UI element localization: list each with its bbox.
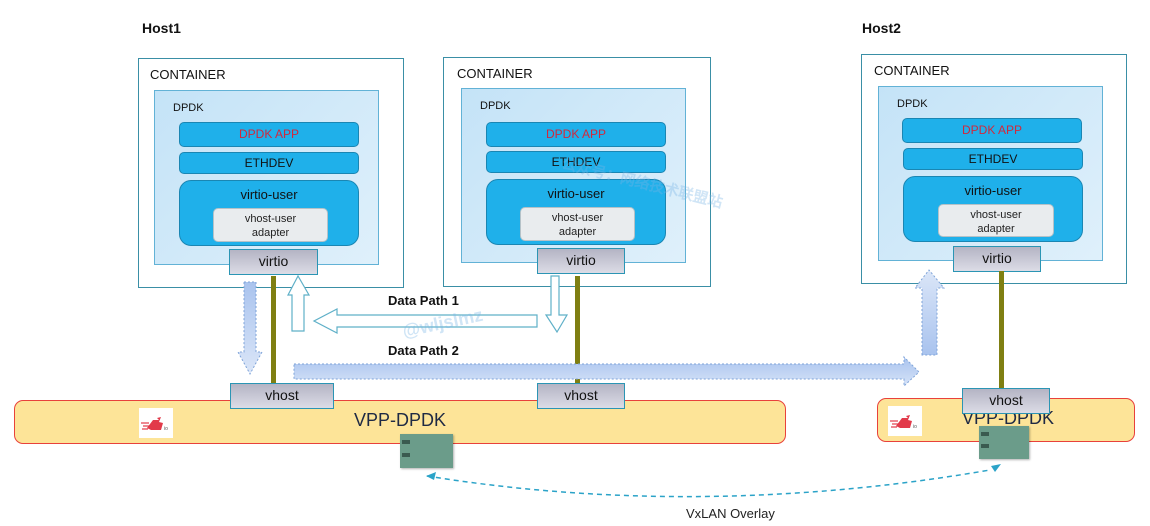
adapter-line2: adapter — [977, 223, 1015, 235]
virtio-user-label: virtio-user — [547, 186, 605, 201]
vhost-user-adapter: vhost-user adapter — [520, 207, 635, 241]
dp1-down-arrow-icon — [544, 275, 569, 334]
ethdev-layer: ETHDEV — [903, 148, 1083, 170]
vhost-user-adapter: vhost-user adapter — [938, 204, 1054, 237]
fdio-logo-graphic: io — [141, 417, 168, 432]
fdio-logo-graphic: io — [890, 415, 917, 430]
host1-label: Host1 — [142, 20, 181, 36]
dpdk-label: DPDK — [173, 102, 204, 114]
dp2-down-arrow-icon — [237, 281, 263, 376]
virtio-port: virtio — [537, 248, 625, 274]
vxlan-overlay-label: VxLAN Overlay — [686, 506, 775, 521]
vxlan-overlay-curve — [426, 469, 991, 498]
nic-port — [981, 444, 989, 448]
vxlan-arrowhead-left-icon — [426, 472, 436, 480]
container-1: CONTAINER DPDK DPDK APP ETHDEV virtio-us… — [138, 58, 404, 288]
dp2-right-arrow-icon — [293, 355, 920, 388]
adapter-line2: adapter — [558, 226, 597, 238]
fdio-logo-icon: io — [139, 408, 173, 438]
nic-card-icon — [400, 434, 453, 468]
adapter-line1: vhost-user — [970, 209, 1022, 221]
dpdk-app-layer: DPDK APP — [902, 118, 1082, 143]
dpdk-label: DPDK — [480, 100, 511, 112]
svg-text:io: io — [164, 426, 168, 432]
dp2-up-arrow-icon — [913, 269, 946, 356]
virtio-user-layer: virtio-user vhost-user adapter — [486, 179, 666, 245]
virtio-port: virtio — [953, 246, 1041, 272]
svg-text:io: io — [913, 424, 917, 430]
link-host1-c1 — [271, 276, 276, 383]
host2-label: Host2 — [862, 20, 901, 36]
virtio-user-layer: virtio-user vhost-user adapter — [903, 176, 1083, 242]
adapter-line1: vhost-user — [244, 213, 297, 225]
vhost-port-3: vhost — [962, 388, 1050, 414]
adapter-line2: adapter — [251, 227, 290, 239]
container-title: CONTAINER — [150, 67, 226, 82]
link-host1-c2 — [575, 276, 580, 383]
link-host2-c3 — [999, 271, 1004, 388]
nic-port — [981, 432, 989, 436]
nic-card-icon — [979, 426, 1029, 459]
virtio-user-label: virtio-user — [964, 183, 1022, 198]
virtio-user-label: virtio-user — [240, 187, 298, 202]
fdio-logo-icon: io — [888, 406, 922, 436]
dpdk-box: DPDK DPDK APP ETHDEV virtio-user vhost-u… — [461, 88, 686, 263]
adapter-line1: vhost-user — [551, 212, 604, 224]
vhost-port-1: vhost — [230, 383, 334, 409]
ethdev-layer: ETHDEV — [179, 152, 359, 174]
container-2: CONTAINER DPDK DPDK APP ETHDEV virtio-us… — [443, 57, 711, 287]
vhost-user-adapter: vhost-user adapter — [213, 208, 328, 242]
dpdk-label: DPDK — [897, 98, 928, 110]
data-path-1-label: Data Path 1 — [388, 293, 459, 308]
data-path-2-label: Data Path 2 — [388, 343, 459, 358]
vpp-dpdk-label: VPP-DPDK — [354, 410, 447, 430]
virtio-user-layer: virtio-user vhost-user adapter — [179, 180, 359, 246]
dpdk-box: DPDK DPDK APP ETHDEV virtio-user vhost-u… — [154, 90, 379, 265]
container-3: CONTAINER DPDK DPDK APP ETHDEV virtio-us… — [861, 54, 1127, 284]
vhost-port-2: vhost — [537, 383, 625, 409]
virtio-port: virtio — [229, 249, 318, 275]
vxlan-arrowhead-right-icon — [991, 464, 1001, 472]
nic-port — [402, 440, 410, 444]
nic-port — [402, 453, 410, 457]
dp1-left-arrow-icon — [312, 308, 538, 334]
dp1-up-arrow-icon — [287, 274, 311, 332]
dpdk-app-layer: DPDK APP — [179, 122, 359, 147]
ethdev-layer: ETHDEV — [486, 151, 666, 173]
container-title: CONTAINER — [874, 63, 950, 78]
container-title: CONTAINER — [457, 66, 533, 81]
dpdk-box: DPDK DPDK APP ETHDEV virtio-user vhost-u… — [878, 86, 1103, 261]
dpdk-app-layer: DPDK APP — [486, 122, 666, 147]
